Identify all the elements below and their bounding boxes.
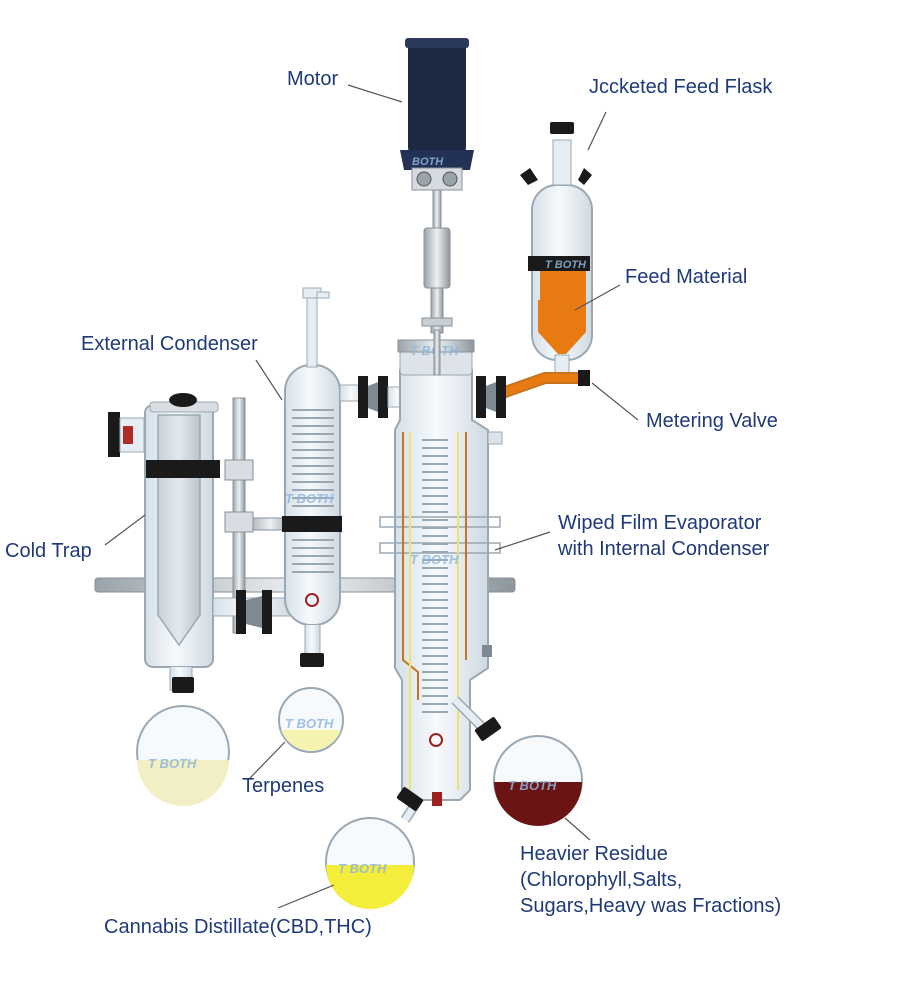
label-external-condenser: External Condenser [81,333,258,355]
label-wiped-film-evaporator: Wiped Film Evaporator with Internal Cond… [558,510,769,562]
svg-text:T BOTH: T BOTH [148,756,197,771]
cold-trap-cap [169,393,197,407]
svg-text:T BOTH: T BOTH [338,861,387,876]
label-heavier-residue-line1: Heavier Residue [520,843,668,865]
feed-flask-cap [550,122,574,134]
label-feed-material: Feed Material [625,266,748,288]
motor [408,40,466,152]
residue-flask: T BOTH [474,717,583,826]
svg-text:T BOTH: T BOTH [285,491,334,506]
feed-flask: T BOTH [476,122,593,418]
internal-condenser-coil [422,439,448,713]
motor-assembly: BOTH [400,38,474,376]
label-distillate: Cannabis Distillate(CBD,THC) [104,916,372,938]
svg-text:BOTH: BOTH [412,156,444,168]
label-heavier-residue-line2: (Chlorophyll,Salts, [520,869,683,891]
svg-text:T BOTH: T BOTH [545,259,587,271]
label-wiped-film-line2: with Internal Condenser [558,538,770,560]
label-metering-valve: Metering Valve [646,410,778,432]
feed-flask-clamp [528,256,590,271]
label-wiped-film-line1: Wiped Film Evaporator [558,512,762,534]
cold-trap: T BOTH [108,393,230,806]
svg-text:T BOTH: T BOTH [410,552,459,567]
trap-condenser-connector [212,590,294,634]
label-motor: Motor [287,68,339,90]
metering-valve [578,370,590,386]
cold-trap-clamp [146,460,220,478]
label-heavier-residue-line3: Sugars,Heavy was Fractions) [520,895,782,917]
condenser-clamp [282,516,342,532]
external-condenser: T BOTH T BOTH [278,287,366,753]
label-heavier-residue: Heavier Residue (Chlorophyll,Salts, Suga… [520,841,781,919]
terpenes-flask-clamp [300,653,324,667]
leader-lines [104,84,639,909]
svg-text:T BOTH: T BOTH [285,716,334,731]
label-terpenes: Terpenes [242,775,325,797]
label-feed-flask: Jccketed Feed Flask [589,76,773,98]
distillate-flask: T BOTH [325,787,424,909]
external-condenser-coil [292,409,334,573]
cold-trap-flask-clamp [172,677,194,693]
label-cold-trap: Cold Trap [5,540,92,562]
svg-text:T BOTH: T BOTH [508,778,557,793]
